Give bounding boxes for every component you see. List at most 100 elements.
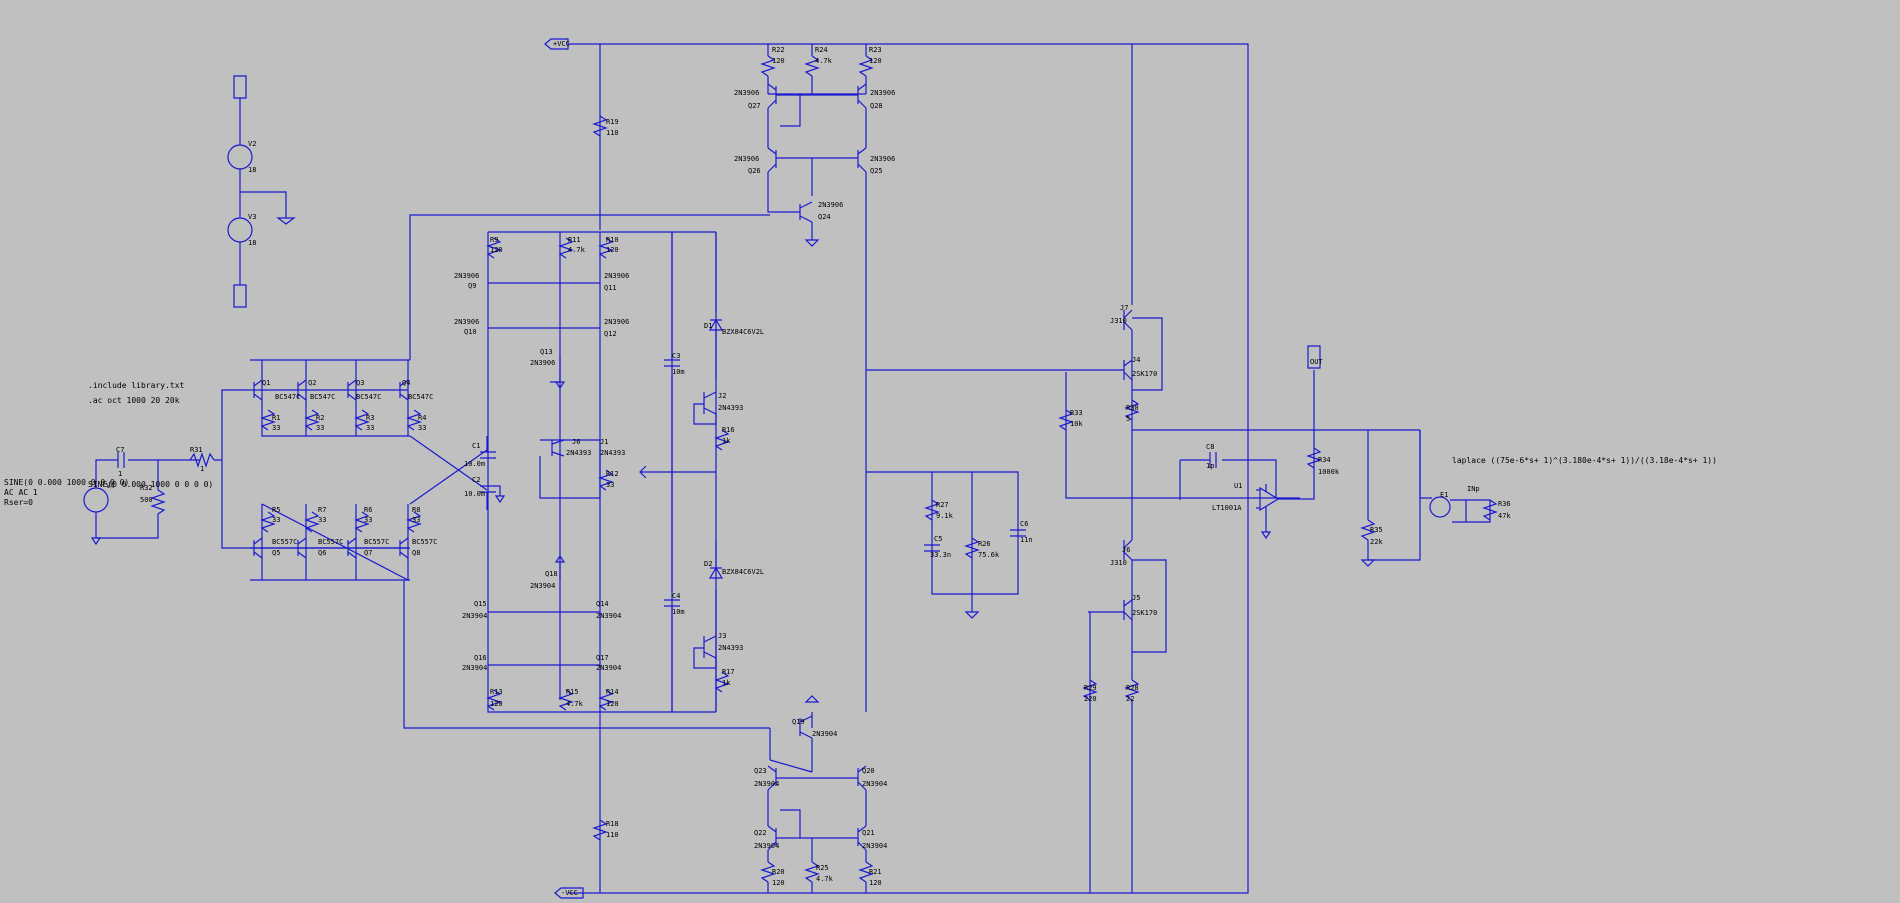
svg-text:BC547C: BC547C: [310, 393, 335, 401]
svg-text:R31: R31: [190, 446, 203, 454]
svg-text:33: 33: [316, 424, 324, 432]
svg-text:BC547C: BC547C: [408, 393, 433, 401]
svg-text:1: 1: [118, 470, 122, 478]
svg-text:SINE(0 0.000 1000 0 0 0 0): SINE(0 0.000 1000 0 0 0 0): [88, 480, 213, 489]
svg-text:Q11: Q11: [604, 284, 617, 292]
svg-text:1k: 1k: [722, 679, 731, 687]
svg-text:220: 220: [1084, 695, 1097, 703]
svg-text:5: 5: [1126, 415, 1130, 423]
svg-text:R36: R36: [1498, 500, 1511, 508]
svg-text:2N3904: 2N3904: [754, 780, 779, 788]
svg-text:Q9: Q9: [468, 282, 476, 290]
svg-text:Q28: Q28: [870, 102, 883, 110]
svg-text:R30: R30: [1126, 404, 1139, 412]
svg-text:R33: R33: [1070, 409, 1083, 417]
svg-text:+VCC: +VCC: [553, 40, 570, 48]
jfet-cascode: [1058, 44, 1300, 893]
svg-text:C3: C3: [672, 352, 680, 360]
svg-text:10m: 10m: [672, 608, 685, 616]
svg-text:R23: R23: [869, 46, 882, 54]
bottom-current-mirror: [760, 695, 874, 893]
svg-text:Q2: Q2: [308, 379, 316, 387]
svg-text:2N3906: 2N3906: [454, 318, 479, 326]
svg-text:R32: R32: [140, 484, 153, 492]
svg-text:R27: R27: [936, 501, 949, 509]
svg-text:V4: V4: [106, 482, 114, 490]
input-pairs: [250, 214, 770, 729]
svg-text:2SK170: 2SK170: [1132, 370, 1157, 378]
svg-text:C2: C2: [472, 476, 480, 484]
svg-text:Q23: Q23: [754, 767, 767, 775]
opamp-u1: [1132, 345, 1421, 567]
svg-text:Q8: Q8: [412, 549, 420, 557]
svg-text:R1: R1: [272, 414, 280, 422]
svg-text:2N3906: 2N3906: [818, 201, 843, 209]
svg-text:R35: R35: [1370, 526, 1383, 534]
svg-text:120: 120: [606, 700, 619, 708]
svg-text:R16: R16: [722, 426, 735, 434]
svg-text:R5: R5: [272, 506, 280, 514]
svg-text:120: 120: [490, 246, 503, 254]
svg-text:Q25: Q25: [870, 167, 883, 175]
top-current-mirror: [760, 44, 874, 712]
supply-sources: V2 18 V3 18: [227, 75, 296, 308]
svg-text:2N3906: 2N3906: [870, 89, 895, 97]
svg-text:R34: R34: [1318, 456, 1331, 464]
svg-text:2N3906: 2N3906: [734, 89, 759, 97]
svg-text:33: 33: [318, 516, 326, 524]
svg-text:120: 120: [606, 246, 619, 254]
svg-text:500: 500: [140, 496, 153, 504]
svg-text:R3: R3: [366, 414, 374, 422]
svg-text:Q13: Q13: [540, 348, 553, 356]
svg-text:BZX84C6V2L: BZX84C6V2L: [722, 568, 764, 576]
v4-sine: SINE(0 0.000 1000 0 0 0 0): [4, 478, 129, 487]
svg-text:33: 33: [418, 424, 426, 432]
svg-text:2N4393: 2N4393: [600, 449, 625, 457]
laplace-expr: laplace ((75e-6*s+ 1)^(3.180e-4*s+ 1))/(…: [1452, 456, 1717, 465]
vcc-flag-bottom: -VCC: [554, 887, 584, 899]
svg-text:R2: R2: [316, 414, 324, 422]
svg-text:4.7k: 4.7k: [566, 700, 584, 708]
svg-text:2N3904: 2N3904: [462, 664, 487, 672]
svg-text:R19: R19: [606, 118, 619, 126]
zener-bias: [639, 232, 730, 712]
svg-text:C7: C7: [116, 446, 124, 454]
svg-text:BC557C: BC557C: [318, 538, 343, 546]
svg-text:R7: R7: [318, 506, 326, 514]
svg-text:2N3906: 2N3906: [530, 359, 555, 367]
svg-text:2N3904: 2N3904: [862, 842, 887, 850]
svg-text:2N3904: 2N3904: [862, 780, 887, 788]
svg-text:33: 33: [366, 424, 374, 432]
inp-flag: INp: [1467, 485, 1480, 493]
supply-rails: [568, 43, 1249, 894]
svg-text:120: 120: [490, 700, 503, 708]
svg-text:120: 120: [869, 57, 882, 65]
svg-text:R15: R15: [566, 688, 579, 696]
svg-text:Q26: Q26: [748, 167, 761, 175]
svg-text:C1: C1: [472, 442, 480, 450]
svg-text:BC547C: BC547C: [356, 393, 381, 401]
svg-text:4.7k: 4.7k: [568, 246, 586, 254]
svg-text:9.1k: 9.1k: [936, 512, 954, 520]
ac-directive: .ac oct 1000 20 20k: [88, 396, 180, 405]
svg-text:D2: D2: [704, 560, 712, 568]
svg-text:R25: R25: [816, 864, 829, 872]
svg-text:C6: C6: [1020, 520, 1028, 528]
svg-text:2N3904: 2N3904: [754, 842, 779, 850]
svg-text:R14: R14: [606, 688, 619, 696]
svg-text:J6: J6: [572, 438, 580, 446]
svg-text:BC547C: BC547C: [275, 393, 300, 401]
svg-text:75.6k: 75.6k: [978, 551, 1000, 559]
include-directive: .include library.txt: [88, 381, 185, 390]
svg-text:R13: R13: [490, 688, 503, 696]
svg-text:J310: J310: [1110, 559, 1127, 567]
svg-text:120: 120: [869, 879, 882, 887]
svg-text:R26: R26: [978, 540, 991, 548]
svg-text:2N4393: 2N4393: [566, 449, 591, 457]
v3-label: V3: [248, 213, 256, 221]
v2-label: V2: [248, 140, 256, 148]
svg-text:R28: R28: [1126, 684, 1139, 692]
svg-text:10.0m: 10.0m: [464, 490, 485, 498]
svg-text:J6: J6: [1122, 546, 1130, 554]
